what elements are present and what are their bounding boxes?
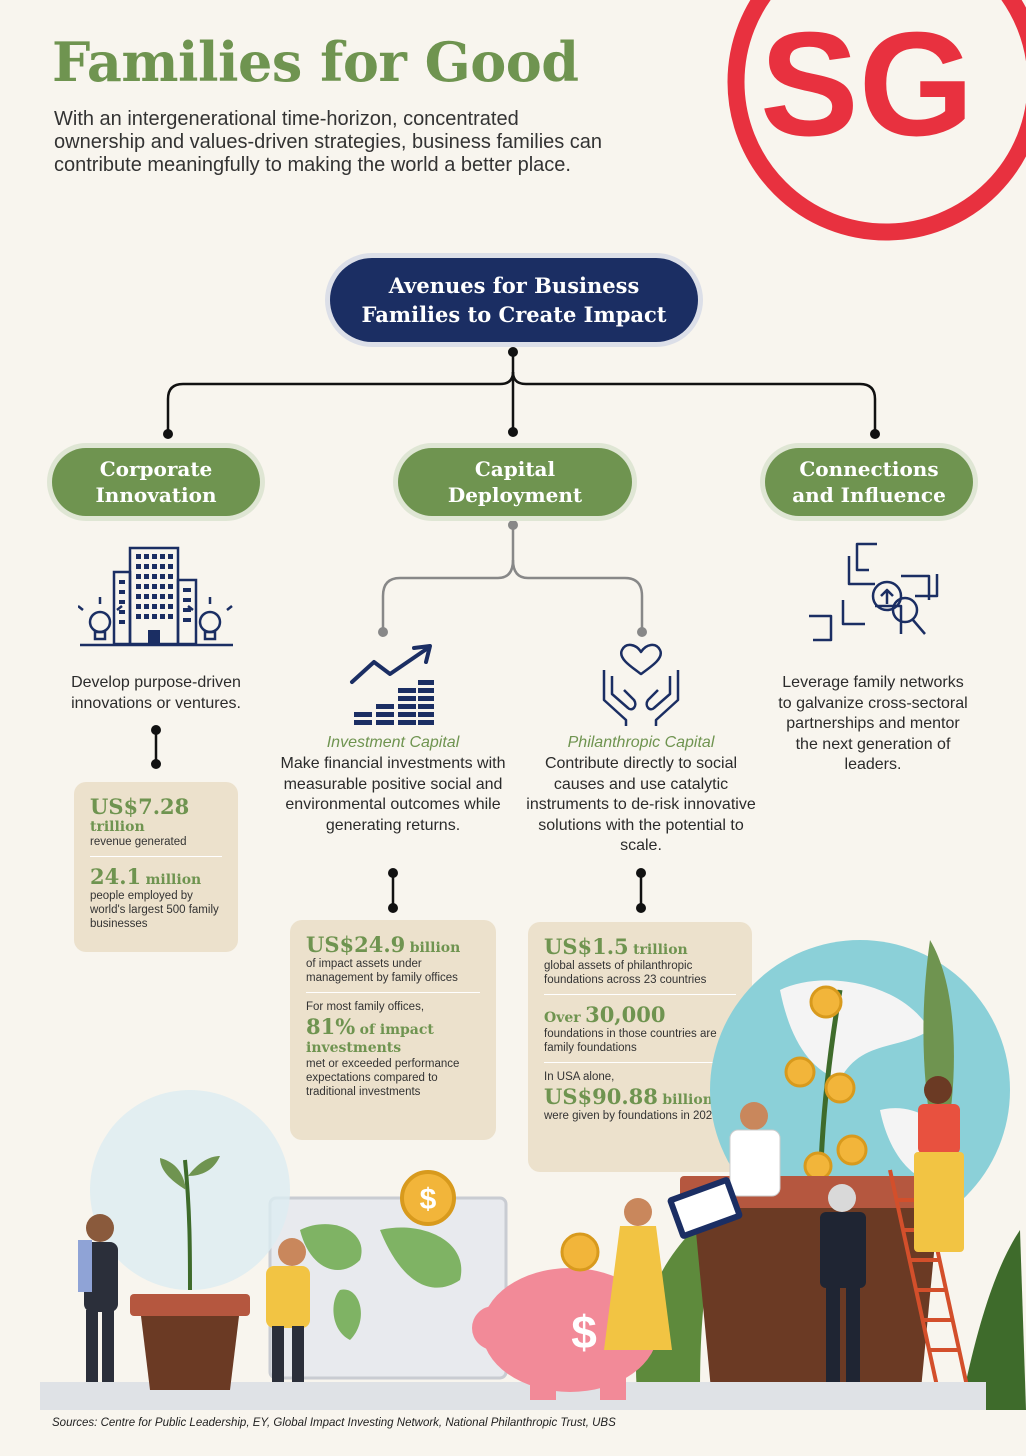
sg-logo: SG [727,0,1026,241]
philanthropic-stats-box: US$1.5 trillion global assets of philant… [528,922,752,1172]
heart-hands-icon [602,643,680,726]
page-title: Families for Good [52,30,579,94]
svg-text:$: $ [571,1306,597,1358]
handshake-network-icon [809,542,939,642]
corporate-innovation-description: Develop purpose-driven innovations or ve… [71,674,241,712]
corporate-stats-box: US$7.28 trillion revenue generated 24.1 … [74,782,238,952]
sources-footnote: Sources: Centre for Public Leadership, E… [52,1417,616,1429]
investment-capital-description: Make financial investments with measurab… [280,755,506,834]
investment-stats-box: US$24.9 billion of impact assets under m… [290,920,496,1140]
intro-text: With an intergenerational time-horizon, … [54,108,603,176]
svg-text:$: $ [420,1183,437,1216]
philanthropic-capital-description: Contribute directly to social causes and… [526,755,756,854]
philanthropic-capital-title: Philanthropic Capital [567,734,715,751]
growth-chart-icon [350,644,434,725]
community-illustration: $ $ [40,940,1026,1410]
sg-logo-text: SG [760,2,974,167]
connections-influence-description: Leverage family networks to galvanize cr… [778,674,968,773]
connector-lines [151,347,880,913]
buildings-lightbulbs-icon [78,546,233,647]
investment-capital-title: Investment Capital [326,734,460,751]
